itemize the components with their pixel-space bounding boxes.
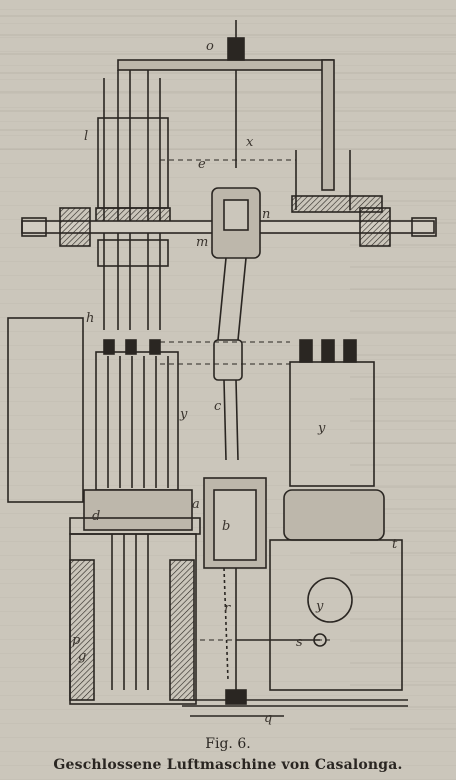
svg-text:m: m <box>196 235 208 250</box>
heater-tubes <box>95 339 179 491</box>
connecting-rod <box>211 187 261 461</box>
svg-text:d: d <box>92 509 100 524</box>
svg-text:n: n <box>262 207 270 222</box>
right-vessel <box>289 339 375 487</box>
engine-engraving: o x e n m l y y c d a b h y g p r s t q <box>7 20 437 726</box>
svg-text:r: r <box>224 601 231 616</box>
svg-text:x: x <box>246 135 254 150</box>
left-furnace <box>69 489 201 705</box>
svg-text:g: g <box>78 649 86 664</box>
left-cylinder-assembly <box>95 70 171 330</box>
top-beam <box>117 20 334 168</box>
svg-text:h: h <box>86 311 94 326</box>
svg-text:t: t <box>392 537 398 552</box>
svg-text:y: y <box>179 407 188 422</box>
svg-text:l: l <box>84 129 88 144</box>
right-posts <box>291 59 383 213</box>
show-through-text-right <box>350 170 456 730</box>
figure-number: Fig. 6. <box>205 736 251 752</box>
right-base <box>236 489 403 691</box>
svg-text:s: s <box>296 635 303 650</box>
svg-text:o: o <box>206 39 214 54</box>
pump-cylinder <box>203 477 267 700</box>
svg-text:e: e <box>198 157 206 172</box>
svg-text:b: b <box>222 519 230 534</box>
svg-text:c: c <box>214 399 222 414</box>
svg-text:p: p <box>72 633 81 648</box>
svg-text:y: y <box>315 599 324 614</box>
svg-text:q: q <box>264 711 272 726</box>
regenerator-box <box>7 317 84 503</box>
svg-text:y: y <box>317 421 326 436</box>
base-plate <box>182 689 408 717</box>
show-through-text-top <box>0 0 456 150</box>
svg-text:a: a <box>192 497 200 512</box>
figure-title: Geschlossene Luftmaschine von Casalonga. <box>53 757 403 773</box>
